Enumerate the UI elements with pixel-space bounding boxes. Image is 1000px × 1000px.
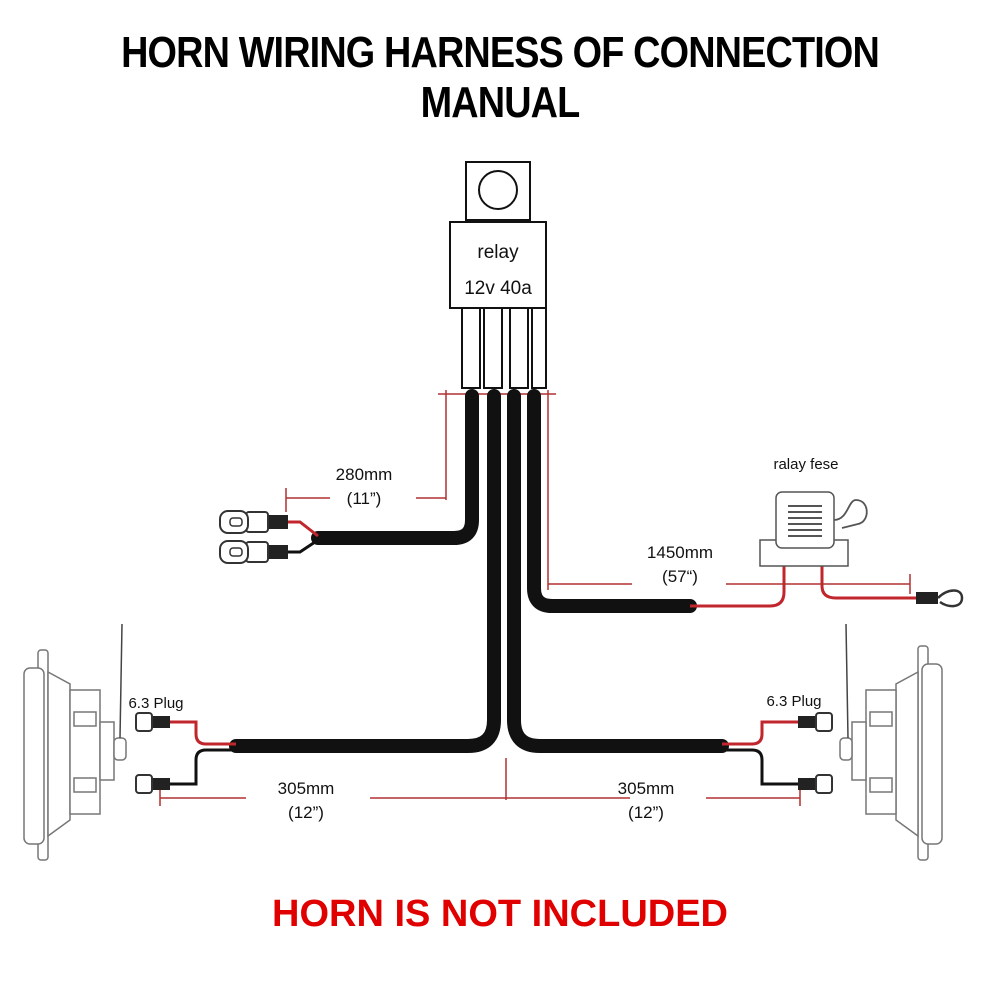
ring-terminal-sleeve [916,592,938,604]
right-horn-icon [839,623,943,861]
relay-name: relay [477,242,519,263]
plug-connector [798,712,833,732]
relay-pin [461,307,481,389]
right-horn-wire-length-mm: 305mm [618,779,675,798]
relay-mount-hole [478,170,518,210]
relay-rating: 12v 40a [464,278,532,299]
left-plug-label: 6.3 Plug [128,695,183,712]
left-horn-wire [229,389,501,753]
right-plug-label: 6.3 Plug [766,693,821,710]
fuse-label: ralay fese [773,456,838,473]
relay-pin [531,307,547,389]
relay-pins [461,307,547,389]
power-wire-length-inch: (57“) [662,567,698,586]
power-wire-length-mm: 1450mm [647,543,713,562]
plug-connector [135,774,170,794]
horn-wire-dimensions: 305mm (12”) 305mm (12”) [159,758,801,822]
right-horn-wire [507,389,729,753]
fuse-grip-lines [788,505,822,537]
not-included-notice: HORN IS NOT INCLUDED [272,893,728,935]
left-horn-wire-length-inch: (12”) [288,803,324,822]
right-horn-wire-length-inch: (12”) [628,803,664,822]
relay: relay 12v 40a [438,161,556,590]
left-horn-wire-length-mm: 305mm [278,779,335,798]
trigger-wire [311,389,479,545]
plug-connector [798,774,833,794]
switch-wire-length-inch: (11”) [347,489,382,508]
power-wire [527,389,697,613]
power-wire-dimension: 1450mm (57“) [548,543,911,594]
switch-wire-length-mm: 280mm [336,465,393,484]
harness-wires [229,389,729,753]
switch-wire-dimension: 280mm (11”) [285,465,446,512]
plug-connector [135,712,170,732]
left-horn-leads: 6.3 Plug [128,695,236,794]
relay-mount-tab [465,161,531,221]
power-line [690,566,964,608]
left-horn-icon [23,623,127,861]
fuse-holder: ralay fese [759,456,868,567]
trigger-connectors [219,510,319,564]
page-title: HORN WIRING HARNESS OF CONNECTION MANUAL [121,28,880,127]
relay-pin [483,307,503,389]
fuse-cap-strap [833,499,868,529]
relay-pin [509,307,529,389]
wire-separators [482,398,525,720]
right-horn-leads: 6.3 Plug [722,693,833,794]
spade-connector [219,540,288,564]
spade-connector [219,510,288,534]
ring-terminal [937,589,964,608]
